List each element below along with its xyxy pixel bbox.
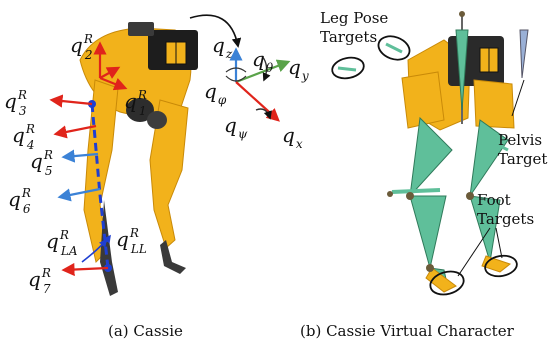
qpsi-label-base: q — [224, 113, 237, 137]
q5-label: qR 5 — [30, 148, 53, 178]
q5-arrow — [61, 149, 99, 163]
qpsi-label: qψ — [224, 113, 248, 141]
qpsi-label-sub: ψ — [238, 127, 248, 141]
leg-pose-target-2 — [377, 35, 411, 61]
foot-target-1 — [429, 270, 465, 296]
qtheta-label-sub: θ — [266, 61, 274, 75]
q2-label-sub: 2 — [84, 48, 93, 62]
qLL-label: qR LL — [116, 226, 147, 256]
q4-label-sub: 4 — [26, 138, 35, 152]
q1-label-sup: R — [137, 88, 147, 102]
target-markers — [331, 29, 529, 296]
q4-arrow — [53, 124, 97, 139]
pelvis-link-arrow — [189, 14, 242, 48]
pelvis-target — [519, 29, 529, 79]
qLA-label: qR LA — [46, 228, 78, 258]
q6-label-sup: R — [21, 186, 31, 200]
qLA-label-sup: R — [59, 228, 69, 242]
q2-label: qR 2 — [70, 32, 93, 62]
qx-label-sub: x — [296, 137, 303, 151]
q2-arrow-side — [99, 76, 128, 91]
q5-label-sub: 5 — [45, 164, 53, 178]
qx-label: qx — [282, 123, 303, 151]
leg-pose-label-line1: Leg Pose — [320, 9, 388, 27]
qtheta-label-base: q — [252, 47, 265, 71]
q4-label: qR 4 — [12, 122, 35, 152]
qLA-label-base: q — [46, 229, 59, 253]
q1-arrow — [99, 66, 121, 79]
pelvis-label-line1: Pelvis — [498, 131, 542, 149]
qLL-label-base: q — [116, 227, 129, 251]
q3-label-sup: R — [17, 88, 27, 102]
cassie-robot — [79, 22, 198, 296]
qphi-label-base: q — [204, 79, 217, 103]
qLA-label-sub: LA — [60, 244, 78, 258]
foot-target-2 — [484, 254, 518, 278]
joint-axis-arrows — [49, 41, 128, 277]
foot-label-line1: Foot — [477, 191, 511, 209]
qLL-label-sub: LL — [130, 242, 147, 256]
qy-label: qy — [288, 55, 309, 83]
q7-label: qR 7 — [28, 266, 51, 296]
q7-arrow — [61, 262, 109, 277]
q4-label-base: q — [12, 123, 25, 147]
q1-label-base: q — [124, 89, 137, 113]
q5-label-sup: R — [43, 148, 53, 162]
qx-label-base: q — [282, 123, 295, 147]
caption-right: (b) Cassie Virtual Character — [300, 322, 515, 340]
q3-label-base: q — [4, 89, 17, 113]
q5-label-base: q — [30, 149, 43, 173]
caption-left: (a) Cassie — [108, 322, 183, 340]
leg-pose-label-line2: Targets — [320, 28, 377, 46]
leg-pose-target-1 — [331, 56, 365, 80]
qy-label-sub: y — [301, 69, 309, 83]
qz-label-base: q — [212, 33, 225, 57]
q6-label: qR 6 — [8, 186, 31, 216]
qphi-label: qφ — [204, 79, 227, 107]
pelvis-frame — [225, 47, 291, 122]
qz-label-sub: z — [225, 47, 233, 61]
q7-label-sup: R — [41, 266, 51, 280]
q6-label-base: q — [8, 187, 21, 211]
q3-label-sub: 3 — [19, 104, 27, 118]
q3-label: qR 3 — [4, 88, 27, 118]
pelvis-label-line2: Target — [498, 150, 547, 168]
annotation-leaders — [457, 79, 525, 277]
q2-label-base: q — [70, 33, 83, 57]
virtual-character — [387, 11, 515, 293]
qLL-label-sup: R — [129, 226, 139, 240]
foot-label-line2: Targets — [477, 210, 534, 228]
qy-label-base: q — [288, 55, 301, 79]
q7-label-sub: 7 — [43, 282, 51, 296]
q1-label-sub: 1 — [139, 104, 147, 118]
q7-label-base: q — [28, 267, 41, 291]
qz-label: qz — [212, 33, 233, 61]
q3-arrow — [49, 94, 93, 108]
q6-label-sub: 6 — [23, 202, 31, 216]
qphi-label-sub: φ — [218, 93, 227, 107]
q4-label-sup: R — [25, 122, 35, 136]
q2-label-sup: R — [83, 32, 93, 46]
q1-label: qR 1 — [124, 88, 147, 118]
qtheta-label: qθ — [252, 47, 274, 75]
q6-arrow — [57, 187, 101, 202]
